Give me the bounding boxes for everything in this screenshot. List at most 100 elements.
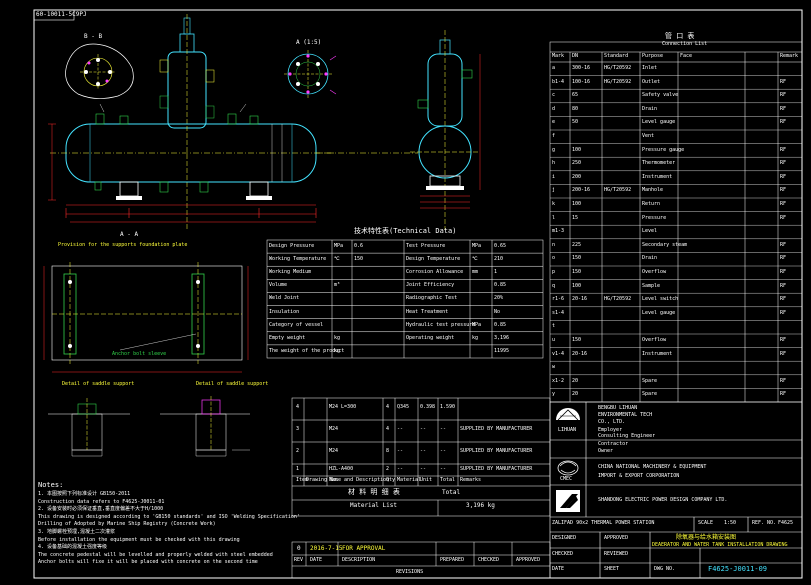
- material-list-cell: 4: [296, 404, 300, 410]
- section-bb-label: B - B: [84, 33, 103, 40]
- sheet-label: SHEET: [604, 566, 620, 572]
- connection-table-cell: Drain: [642, 255, 658, 262]
- owner-line4: Owner: [598, 448, 614, 454]
- technical-data-cell: Radiographic Test: [406, 295, 458, 302]
- company-1-line2: ENVIRONMENTAL TECH: [598, 412, 653, 418]
- connection-table-cell: Inlet: [642, 65, 658, 71]
- connection-table-cell: g: [552, 146, 556, 153]
- material-list-cell: 3: [296, 426, 300, 432]
- dwg-no-label: DWG NO.: [654, 566, 676, 572]
- revision-header-cell: REV: [294, 557, 304, 563]
- technical-data-cell: Category of vessel: [269, 321, 324, 328]
- designed-label: DESIGNED: [552, 535, 577, 541]
- connection-table-cell: 100: [572, 201, 582, 207]
- connection-table-cell: q: [552, 282, 556, 289]
- connection-table-cell: Manhole: [642, 187, 664, 194]
- scale-label: SCALE: [698, 520, 714, 526]
- connection-table-title: 管 口 表: [665, 32, 695, 40]
- section-aa-view: [43, 262, 249, 373]
- connection-table-cell: y: [552, 391, 556, 398]
- connection-table-cell: Pressure: [642, 214, 667, 221]
- technical-data-cell: 210: [494, 256, 504, 263]
- connection-table-subtitle: Connection List: [662, 41, 708, 47]
- connection-table-cell: Level gauge: [642, 309, 676, 316]
- material-list-header: Remarks: [460, 477, 482, 483]
- revision-header-cell: APPROVED: [516, 557, 541, 563]
- connection-table-cell: e: [552, 119, 556, 126]
- technical-data-cell: 0.6: [354, 243, 364, 249]
- connection-table-cell: RF: [780, 309, 787, 316]
- connection-table-cell: x1-2: [552, 377, 565, 384]
- connection-table-cell: 20: [572, 377, 579, 384]
- connection-table-cell: c: [552, 92, 556, 99]
- company-2-line1: CHINA NATIONAL MACHINERY & EQUIPMENT: [598, 464, 707, 470]
- connection-table-cell: 200: [572, 173, 582, 180]
- material-list-cell: --: [420, 466, 427, 472]
- connection-table-cell: 100: [572, 146, 582, 153]
- revision-desc: FOR APPROVAL: [342, 545, 386, 552]
- notes-title: Notes:: [38, 481, 64, 489]
- connection-table-cell: d: [552, 105, 556, 112]
- owner-line3: Contractor: [598, 441, 629, 447]
- connection-table-cell: RF: [780, 282, 787, 289]
- connection-table-cell: 20: [572, 391, 579, 398]
- technical-data-cell: Empty weight: [269, 334, 306, 341]
- connection-table-cell: Safety valve: [642, 92, 679, 99]
- technical-data-cell: Operating weight: [406, 334, 455, 341]
- technical-data-cell: MPa: [472, 243, 482, 249]
- connection-table-cell: Instrument: [642, 350, 673, 357]
- cmec-logo: [557, 460, 579, 476]
- connection-table-cell: 20-16: [572, 350, 588, 357]
- checked-label: CHECKED: [552, 551, 574, 557]
- technical-data-cell: Working Medium: [269, 269, 312, 276]
- technical-data-cell: 0.85: [494, 321, 507, 328]
- support-label-right: Detail of saddle support: [196, 381, 269, 387]
- connection-table-cell: j: [552, 187, 556, 194]
- connection-table-cell: l: [552, 214, 556, 221]
- ref-value: F4625: [778, 520, 794, 526]
- revision-header-cell: DESCRIPTION: [342, 557, 376, 563]
- material-list-title: 材 料 明 细 表: [348, 488, 400, 496]
- connection-table-header: Face: [680, 53, 693, 59]
- note-line: 3. 地脚螺栓预埋,混凝土二次灌浆: [38, 529, 116, 535]
- material-list-cell: --: [420, 448, 427, 454]
- revision-date: 2016-7-15: [310, 545, 343, 552]
- technical-data-cell: Test Pressure: [406, 243, 446, 249]
- section-aa-label: A - A: [120, 231, 139, 238]
- connection-table-cell: RF: [780, 255, 787, 262]
- technical-data-cell: Working Temperature: [269, 256, 327, 263]
- note-line: This drawing is designed according to 'G…: [38, 513, 300, 520]
- connection-table-cell: Sample: [642, 282, 661, 289]
- connection-table: [549, 41, 803, 403]
- company-1-line3: CO., LTD.: [598, 419, 626, 425]
- technical-data-cell: Design Temperature: [406, 256, 461, 263]
- technical-data-title: 技术特性表(Technical Data): [354, 227, 457, 235]
- technical-data-cell: Heat Treatment: [406, 308, 449, 315]
- material-list-cell: 0.398: [420, 404, 436, 410]
- connection-table-cell: HG/T20592: [604, 187, 632, 194]
- side-elevation-view: [410, 30, 481, 230]
- connection-table-cell: RF: [780, 241, 787, 248]
- note-line: Drilling of Adopted by Marine Ship Regis…: [38, 521, 216, 528]
- technical-data-cell: ℃: [472, 256, 478, 263]
- sepd-logo: [556, 490, 580, 512]
- note-line: Construction data refers to F4625-J0011-…: [38, 498, 165, 505]
- technical-data-cell: ℃: [334, 256, 340, 263]
- connection-table-cell: s1-4: [552, 309, 565, 316]
- connection-table-cell: RF: [780, 78, 787, 85]
- connection-table-cell: 150: [572, 269, 582, 275]
- project-name: ZALIFAD 90x2 THERMAL POWER STATION: [552, 520, 655, 526]
- connection-table-cell: Spare: [642, 391, 658, 398]
- support-details: [48, 396, 250, 457]
- material-total-value: 3,196 kg: [466, 502, 495, 509]
- technical-data-cell: mm: [472, 269, 479, 276]
- material-list-cell: 2: [386, 466, 390, 472]
- material-list-cell: SUPPLIED BY MANUFACTURER: [460, 466, 533, 472]
- connection-table-cell: i: [552, 173, 556, 180]
- technical-data-cell: Corrosion Allowance: [406, 269, 464, 276]
- connection-table-header: Mark: [552, 53, 565, 59]
- connection-table-cell: Level: [642, 228, 658, 235]
- company-2-logo-text: CMEC: [560, 476, 573, 482]
- material-list-header: Item: [296, 477, 309, 483]
